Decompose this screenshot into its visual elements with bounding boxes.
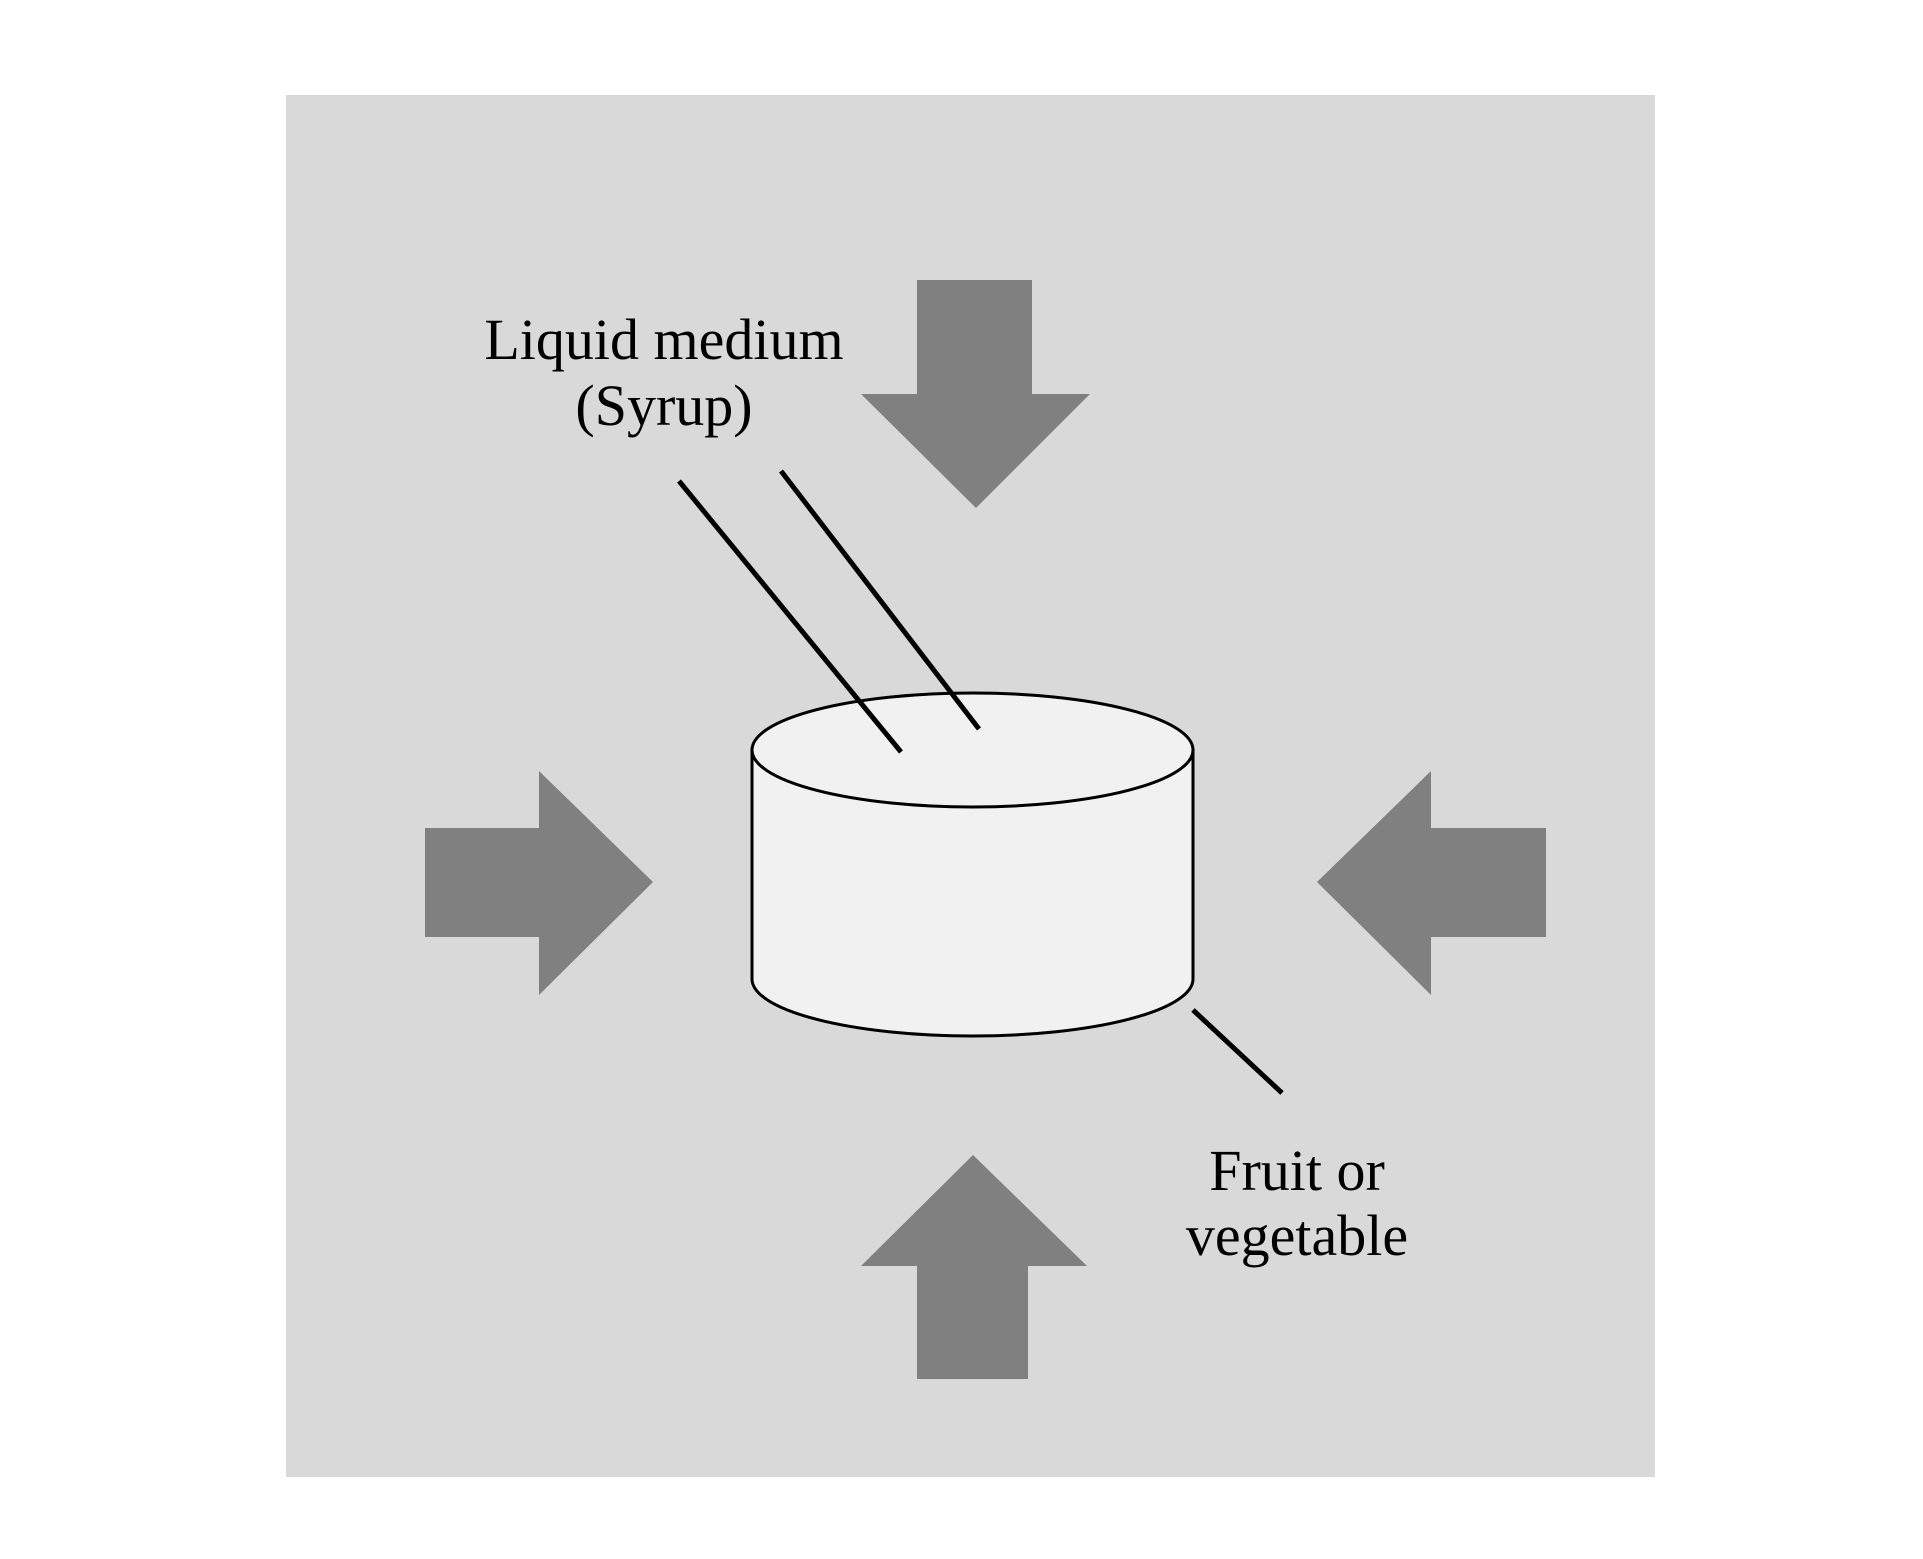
- arrow-up-icon: [861, 1155, 1087, 1379]
- label-liquid-medium: Liquid medium: [484, 307, 843, 372]
- label-syrup: (Syrup): [575, 373, 752, 438]
- label-vegetable: vegetable: [1186, 1203, 1408, 1268]
- leader-lines: [677, 469, 1284, 1095]
- arrow-down-icon: [861, 280, 1090, 508]
- cylinder-fruit: [750, 691, 1195, 1038]
- label-fruit-or: Fruit or: [1209, 1138, 1385, 1203]
- arrow-left-icon: [1317, 771, 1546, 995]
- arrow-right-icon: [425, 771, 653, 995]
